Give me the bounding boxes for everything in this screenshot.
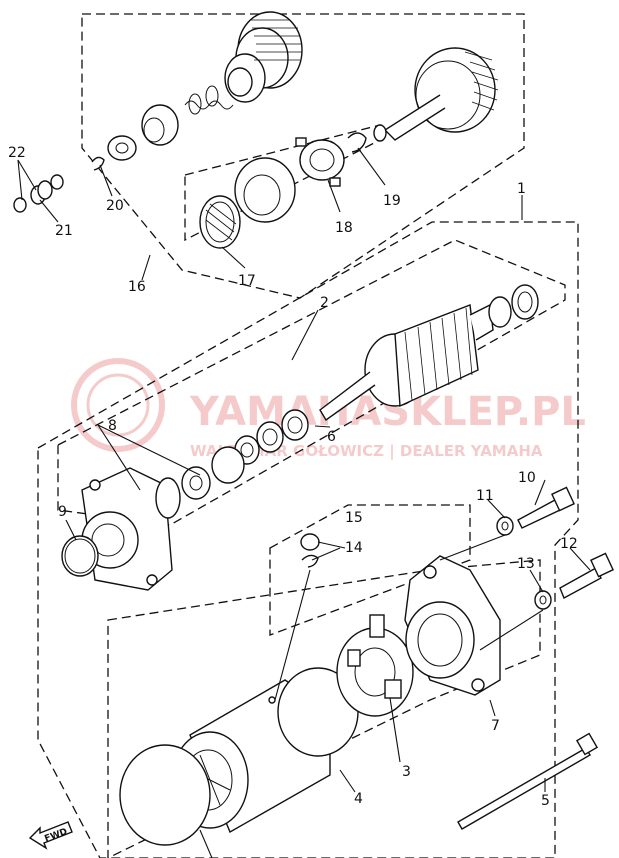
part-washers-2 (488, 284, 539, 328)
callout-9: 9 (58, 504, 67, 520)
part-clip-20 (91, 156, 105, 171)
part-armature (319, 303, 494, 422)
callout-18: 18 (335, 220, 353, 236)
group-14-15-box (269, 504, 471, 636)
callout-1: 1 (517, 181, 526, 197)
callout-8: 8 (108, 418, 117, 434)
leader-lines (17, 147, 591, 858)
callout-4: 4 (354, 791, 363, 807)
part-yoke (119, 667, 359, 846)
group-2-box (57, 239, 566, 526)
group-1-box (37, 221, 579, 858)
part-oring-9 (61, 535, 99, 577)
callout-13: 13 (517, 556, 535, 572)
callout-6: 6 (327, 429, 336, 445)
part-spring (184, 85, 234, 115)
part-bolt-10 (517, 486, 575, 529)
part-shaft-gear (373, 47, 499, 142)
part-retainer-18 (295, 137, 345, 187)
fwd-arrow-icon: FWD (28, 821, 73, 850)
part-washer-14 (301, 554, 319, 568)
callout-2: 2 (320, 295, 329, 311)
part-rear-cover (404, 555, 501, 696)
part-washer-11 (496, 516, 514, 536)
part-bolt-12 (559, 552, 614, 599)
part-long-bolt-5 (457, 732, 599, 830)
part-bearing-housing (234, 157, 296, 223)
watermark-logo (71, 358, 165, 452)
callout-10: 10 (518, 470, 536, 486)
callout-14: 14 (345, 540, 363, 556)
callout-22: 22 (8, 145, 26, 161)
part-clip-19 (347, 132, 367, 153)
part-washer-small (107, 135, 137, 161)
part-ring-17 (199, 195, 241, 249)
callout-12: 12 (560, 536, 578, 552)
callout-16: 16 (128, 279, 146, 295)
part-front-cover (81, 467, 181, 591)
part-washer-13 (534, 590, 552, 610)
callout-20: 20 (106, 198, 124, 214)
part-nut-15 (300, 533, 320, 551)
callout-11: 11 (476, 488, 494, 504)
part-pinion (141, 104, 179, 146)
part-oring-set-21-22 (13, 174, 64, 213)
callout-3: 3 (402, 764, 411, 780)
callout-15: 15 (345, 510, 363, 526)
callout-labels: 1 2 3 4 5 6 7 8 9 10 11 12 13 14 15 16 1… (8, 145, 578, 809)
callout-21: 21 (55, 223, 73, 239)
callout-7: 7 (491, 718, 500, 734)
callout-19: 19 (383, 193, 401, 209)
part-brush-holder (336, 614, 414, 717)
part-gear-assembly-top (224, 11, 303, 103)
callout-17: 17 (238, 273, 256, 289)
part-washer-stack-6 (181, 409, 309, 500)
callout-5: 5 (541, 793, 550, 809)
